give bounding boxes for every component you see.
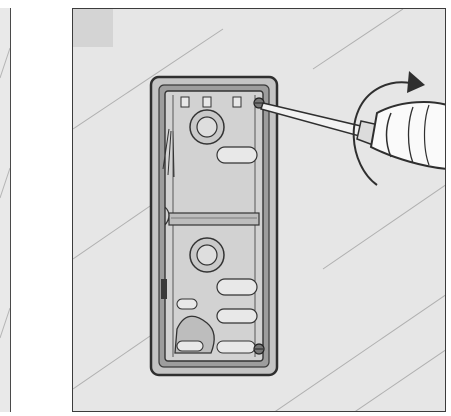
wall-texture bbox=[73, 9, 445, 411]
instruction-step-panel bbox=[72, 8, 446, 412]
previous-panel-edge bbox=[0, 8, 11, 412]
step-number-badge bbox=[73, 9, 113, 47]
screw-icon bbox=[253, 343, 265, 355]
flush-mount-box-icon bbox=[149, 75, 279, 377]
rotate-clockwise-arrow-icon bbox=[352, 71, 425, 186]
screwdriver-icon bbox=[260, 101, 445, 170]
